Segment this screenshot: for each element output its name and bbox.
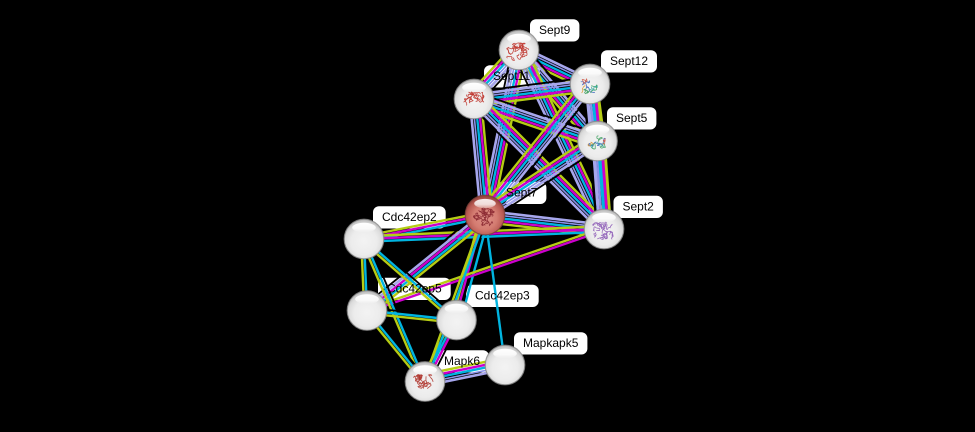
- svg-text:Sept2: Sept2: [623, 200, 655, 214]
- svg-text:Sept7: Sept7: [506, 186, 538, 200]
- svg-text:Cdc42ep2: Cdc42ep2: [382, 210, 437, 224]
- svg-text:Sept5: Sept5: [616, 111, 648, 125]
- svg-text:Sept12: Sept12: [610, 54, 648, 68]
- svg-text:Sept9: Sept9: [539, 23, 571, 37]
- svg-text:Cdc42ep3: Cdc42ep3: [475, 289, 530, 303]
- svg-text:Mapkapk5: Mapkapk5: [523, 336, 579, 350]
- svg-text:Mapk6: Mapk6: [444, 354, 480, 368]
- svg-text:Cdc42ep5: Cdc42ep5: [387, 282, 442, 296]
- svg-text:Sept11: Sept11: [493, 69, 530, 83]
